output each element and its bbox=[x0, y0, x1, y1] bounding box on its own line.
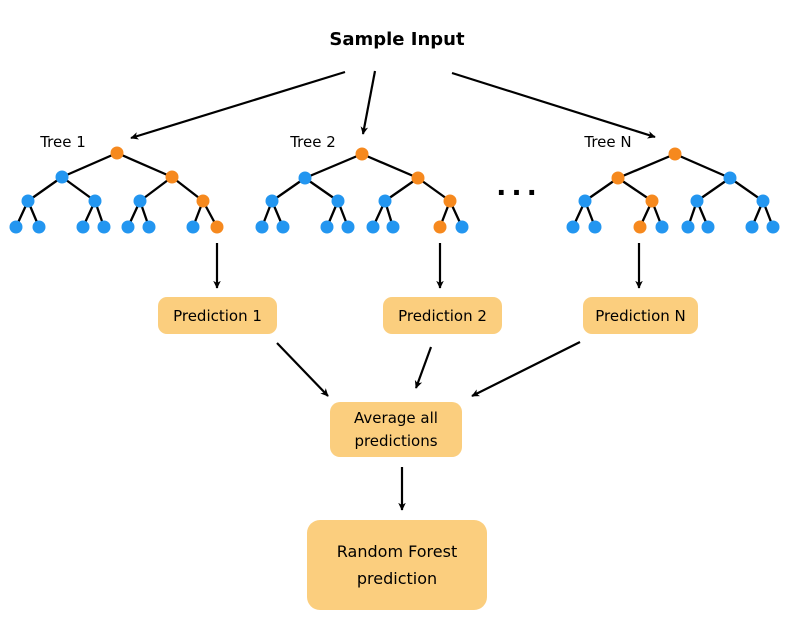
tree-node bbox=[378, 194, 392, 208]
prediction-1-box bbox=[158, 297, 277, 334]
tree-node bbox=[701, 220, 715, 234]
tree-edge bbox=[115, 151, 174, 179]
tree-edge bbox=[60, 151, 119, 179]
prediction-1-text: Prediction 1 bbox=[173, 306, 262, 325]
tree-node bbox=[32, 220, 46, 234]
tree-node bbox=[386, 220, 400, 234]
tree-2 bbox=[255, 147, 469, 234]
ellipsis: ... bbox=[496, 171, 542, 202]
tree-edge bbox=[695, 176, 732, 203]
tree-node bbox=[88, 194, 102, 208]
prediction-n-text: Prediction N bbox=[595, 306, 686, 325]
tree-edge bbox=[303, 152, 364, 180]
decision-path-node bbox=[611, 171, 625, 185]
tree-node bbox=[298, 171, 312, 185]
decision-path-node bbox=[645, 194, 659, 208]
tree-edge bbox=[728, 176, 765, 203]
tree-node bbox=[723, 171, 737, 185]
tree-node bbox=[690, 194, 704, 208]
tree-edge bbox=[170, 175, 205, 203]
decision-path-node bbox=[165, 170, 179, 184]
decision-path-node bbox=[196, 194, 210, 208]
tree-edge bbox=[583, 176, 620, 203]
tree-2-label: Tree 2 bbox=[290, 133, 336, 151]
decision-path-node bbox=[433, 220, 447, 234]
average-box-label: Average all predictions bbox=[330, 402, 462, 457]
tree-node bbox=[681, 220, 695, 234]
prediction-2-text: Prediction 2 bbox=[398, 306, 487, 325]
decision-path-node bbox=[668, 147, 682, 161]
tree-node bbox=[142, 220, 156, 234]
tree-1 bbox=[9, 146, 224, 234]
arrow-prediction1-to-average bbox=[276, 342, 329, 397]
prediction-n-label: Prediction N bbox=[583, 297, 698, 334]
tree-3 bbox=[566, 147, 780, 234]
tree-edge bbox=[270, 176, 307, 203]
tree-node bbox=[588, 220, 602, 234]
arrow-predictionn-to-average bbox=[471, 341, 581, 397]
tree-node bbox=[276, 220, 290, 234]
decision-path-node bbox=[355, 147, 369, 161]
tree-node bbox=[745, 220, 759, 234]
decision-path-node bbox=[210, 220, 224, 234]
tree-edge bbox=[673, 152, 732, 180]
tree-node bbox=[331, 194, 345, 208]
arrow-prediction2-to-average bbox=[414, 346, 433, 389]
tree-edge bbox=[60, 175, 97, 203]
tree-edge bbox=[360, 152, 420, 180]
arrow-input-to-tree2 bbox=[360, 70, 377, 135]
tree-node bbox=[255, 220, 269, 234]
random-forest-box bbox=[307, 520, 487, 610]
tree-node bbox=[97, 220, 111, 234]
rf-line-1: Random Forest bbox=[336, 542, 458, 561]
tree-node bbox=[320, 220, 334, 234]
tree-node bbox=[341, 220, 355, 234]
tree-node bbox=[21, 194, 35, 208]
tree-1-label: Tree 1 bbox=[40, 133, 86, 151]
tree-node bbox=[186, 220, 200, 234]
average-box bbox=[330, 402, 462, 457]
decision-path-node bbox=[110, 146, 124, 160]
decision-path-node bbox=[443, 194, 457, 208]
prediction-2-label: Prediction 2 bbox=[383, 297, 502, 334]
decision-path-node bbox=[633, 220, 647, 234]
decision-path-node bbox=[411, 171, 425, 185]
tree-node bbox=[566, 220, 580, 234]
prediction-2-box bbox=[383, 297, 502, 334]
arrow-input-to-tree1 bbox=[130, 70, 346, 140]
tree-edge bbox=[383, 176, 420, 203]
prediction-1-label: Prediction 1 bbox=[158, 297, 277, 334]
sample-input-title: Sample Input bbox=[329, 29, 465, 50]
random-forest-box-label: Random Forest prediction bbox=[307, 520, 487, 610]
tree-node bbox=[655, 220, 669, 234]
tree-node bbox=[55, 170, 69, 184]
tree-node bbox=[578, 194, 592, 208]
tree-node bbox=[455, 220, 469, 234]
average-line-2: predictions bbox=[354, 431, 438, 450]
rf-line-2: prediction bbox=[356, 569, 438, 588]
tree-n-label: Tree N bbox=[584, 133, 632, 151]
prediction-n-box bbox=[583, 297, 698, 334]
tree-node bbox=[766, 220, 780, 234]
tree-edge bbox=[26, 175, 64, 203]
tree-edge bbox=[138, 175, 174, 203]
tree-node bbox=[76, 220, 90, 234]
tree-edge bbox=[303, 176, 340, 203]
tree-edge bbox=[616, 152, 677, 180]
tree-node bbox=[121, 220, 135, 234]
tree-node bbox=[9, 220, 23, 234]
tree-edge bbox=[616, 176, 654, 203]
arrow-input-to-treen bbox=[451, 71, 656, 139]
tree-node bbox=[133, 194, 147, 208]
tree-edge bbox=[416, 176, 452, 203]
tree-node bbox=[756, 194, 770, 208]
average-line-1: Average all bbox=[354, 408, 438, 427]
tree-node bbox=[265, 194, 279, 208]
tree-node bbox=[366, 220, 380, 234]
